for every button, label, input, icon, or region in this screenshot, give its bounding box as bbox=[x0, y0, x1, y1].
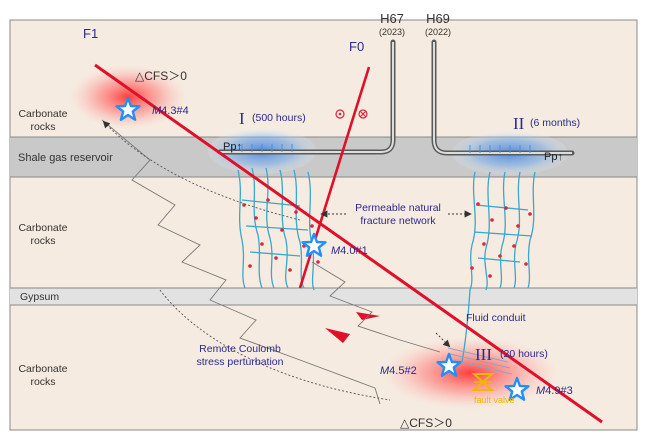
zone-one-numeral: I bbox=[239, 109, 245, 128]
event-label-m43: M4.3#4 bbox=[152, 105, 189, 117]
layer-label-gypsum: Gypsum bbox=[20, 291, 59, 303]
fracture-network-two bbox=[461, 171, 536, 363]
fracture-points-two bbox=[470, 202, 532, 278]
well-h67-highlight bbox=[220, 42, 394, 153]
earthquake-stars bbox=[115, 96, 530, 401]
pressure-label-two: Pp↑ bbox=[544, 151, 563, 163]
upward-arrow-path bbox=[102, 120, 301, 221]
slip-direction-symbols bbox=[335, 109, 368, 119]
well-h69-highlight bbox=[433, 42, 572, 154]
zone-one-duration: (500 hours) bbox=[252, 112, 306, 124]
pressure-ticks bbox=[231, 144, 531, 153]
layer-label-carbonate-upper-line2: rocks bbox=[30, 121, 55, 133]
layer-label-carbonate-lower-line1: Carbonate bbox=[18, 363, 67, 375]
fault-f1-line bbox=[94, 63, 603, 424]
slip-arrow-lower bbox=[325, 328, 350, 343]
fluid-conduit-label: Fluid conduit bbox=[466, 312, 526, 324]
cfs-label-bottom: △CFS＞0 bbox=[400, 416, 452, 430]
well-h67-year: (2023) bbox=[379, 27, 405, 37]
star-icon-m49 bbox=[504, 376, 530, 401]
star-icon-m45 bbox=[436, 352, 462, 377]
well-h69-name: H69 bbox=[426, 11, 450, 26]
layer-label-shale: Shale gas reservoir bbox=[18, 152, 113, 164]
event-label-m40: M4.0#1 bbox=[331, 245, 368, 257]
well-h69-year: (2022) bbox=[425, 27, 451, 37]
layer-label-carbonate-middle-line2: rocks bbox=[30, 235, 55, 247]
gypsum-layer bbox=[10, 288, 637, 305]
coulomb-arrow-path bbox=[159, 289, 391, 401]
fluid-conduit-arrow bbox=[435, 332, 451, 348]
star-icon-m43 bbox=[115, 96, 141, 121]
fault-f1-label: F1 bbox=[83, 26, 98, 41]
fault-valve-label: fault valve bbox=[474, 395, 515, 405]
fault-f0-label: F0 bbox=[349, 39, 364, 54]
pressure-label-one: Pp↑ bbox=[223, 141, 242, 153]
zone-two-duration: (6 months) bbox=[530, 117, 580, 129]
layer-label-carbonate-middle-line1: Carbonate bbox=[18, 222, 67, 234]
well-h67-name: H67 bbox=[380, 11, 404, 26]
stress-zigzag-right bbox=[311, 261, 441, 353]
fracture-points-one bbox=[242, 198, 320, 272]
fault-strands bbox=[447, 347, 513, 375]
fracture-network-label-line2: fracture network bbox=[360, 215, 436, 227]
event-label-m49: M4.9#3 bbox=[536, 385, 573, 397]
fault-valve-icon bbox=[471, 373, 495, 391]
layer-label-carbonate-lower-line2: rocks bbox=[30, 376, 55, 388]
zone-three-duration: (20 hours) bbox=[500, 348, 548, 360]
stress-zigzag-left bbox=[101, 119, 376, 389]
zone-two-numeral: II bbox=[513, 114, 525, 133]
coulomb-label-line2: stress perturbation bbox=[197, 356, 284, 368]
coulomb-label-line1: Remote Coulomb bbox=[199, 343, 281, 355]
star-icon-m40 bbox=[301, 232, 327, 257]
zone-three-numeral: III bbox=[475, 345, 492, 364]
fracture-network-label-line1: Permeable natural bbox=[355, 202, 441, 214]
cfs-label-top: △CFS＞0 bbox=[135, 69, 187, 83]
event-label-m45: M4.5#2 bbox=[380, 365, 417, 377]
layer-label-carbonate-upper-line1: Carbonate bbox=[18, 108, 67, 120]
